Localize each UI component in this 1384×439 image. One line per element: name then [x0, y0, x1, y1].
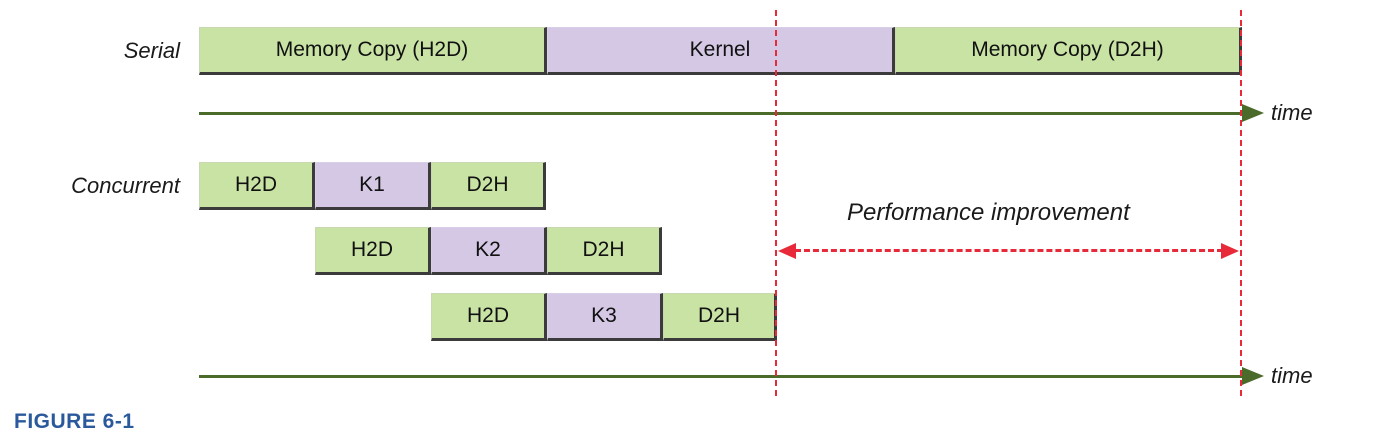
- concurrent-label: Concurrent: [71, 173, 180, 198]
- stream1-h2d-bar: H2D: [199, 162, 315, 210]
- improvement-right-arrow-icon: [1221, 243, 1239, 259]
- stream3-k3-label: K3: [591, 304, 617, 327]
- stream2-h2d-bar: H2D: [315, 227, 431, 275]
- stream3-k3-bar: K3: [547, 293, 663, 341]
- serial-time-arrow-icon: [1242, 104, 1264, 122]
- kernel-label: Kernel: [689, 38, 751, 61]
- memory-copy-h2d-label: Memory Copy (H2D): [275, 38, 469, 61]
- stream1-k1-label: K1: [359, 173, 385, 196]
- stream2-k2-label: K2: [475, 238, 501, 261]
- stream3-d2h-label: D2H: [697, 304, 740, 327]
- stream2-d2h-bar: D2H: [547, 227, 662, 275]
- stream2-d2h-label: D2H: [582, 238, 625, 261]
- stream1-h2d-label: H2D: [234, 173, 277, 196]
- stream3-h2d-label: H2D: [466, 304, 509, 327]
- kernel-bar: Kernel: [547, 27, 895, 75]
- memory-copy-d2h-bar: Memory Copy (D2H): [895, 27, 1242, 75]
- serial-time-label: time: [1271, 100, 1313, 125]
- stream1-d2h-label: D2H: [466, 173, 509, 196]
- stream1-k1-bar: K1: [315, 162, 431, 210]
- stream1-d2h-bar: D2H: [431, 162, 546, 210]
- stream3-h2d-bar: H2D: [431, 293, 547, 341]
- serial-end-marker: [1240, 10, 1242, 396]
- concurrent-time-label: time: [1271, 363, 1313, 388]
- concurrent-end-marker: [775, 10, 777, 396]
- stream3-d2h-bar: D2H: [663, 293, 777, 341]
- serial-label: Serial: [123, 38, 180, 63]
- serial-time-axis: [199, 112, 1245, 115]
- stream2-k2-bar: K2: [431, 227, 547, 275]
- improvement-left-arrow-icon: [778, 243, 796, 259]
- improvement-span-line: [795, 249, 1223, 252]
- concurrent-time-arrow-icon: [1242, 367, 1264, 385]
- figure-caption: FIGURE 6-1: [14, 410, 135, 433]
- performance-improvement-label: Performance improvement: [847, 199, 1130, 226]
- memory-copy-d2h-label: Memory Copy (D2H): [971, 38, 1164, 61]
- stream2-h2d-label: H2D: [350, 238, 393, 261]
- memory-copy-h2d-bar: Memory Copy (H2D): [199, 27, 547, 75]
- concurrent-time-axis: [199, 375, 1245, 378]
